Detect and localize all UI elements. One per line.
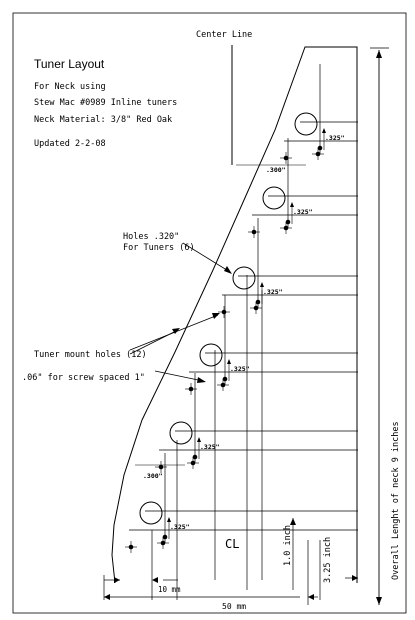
inch-1-label: 1.0 inch bbox=[283, 525, 293, 566]
tuner-center-hole bbox=[192, 454, 198, 460]
dim-325-label: .325" bbox=[293, 208, 313, 216]
mount-leader-1 bbox=[129, 314, 219, 351]
note-line-3: Neck Material: 3/8" Red Oak bbox=[34, 115, 173, 125]
page-title: Tuner Layout bbox=[34, 57, 105, 71]
arrow-right-icon bbox=[114, 577, 120, 583]
tuner-center-hole bbox=[255, 299, 261, 305]
mm-50-label: 50 mm bbox=[222, 602, 246, 611]
tuner-hole bbox=[232, 266, 256, 290]
neck-edge bbox=[111, 46, 358, 584]
arrow-icon bbox=[172, 328, 180, 334]
dim-325-label: .325" bbox=[325, 134, 345, 142]
tuner-hole bbox=[169, 421, 193, 445]
neck-outline bbox=[111, 46, 358, 584]
arrow-up-icon bbox=[197, 437, 201, 442]
tuner-center-hole bbox=[162, 534, 168, 540]
inch-325-label: 3.25 inch bbox=[323, 537, 333, 583]
dim-325-label: .325" bbox=[200, 443, 220, 451]
reference-lines bbox=[151, 275, 309, 605]
arrow-up-icon bbox=[227, 359, 231, 364]
holes-label-2: For Tuners (6) bbox=[123, 243, 195, 253]
tuner-hole bbox=[199, 343, 223, 367]
dim-325-label: .325" bbox=[170, 523, 190, 531]
tuner-hole bbox=[262, 186, 286, 210]
arrow-icon bbox=[224, 266, 232, 274]
arrow-up-icon bbox=[322, 128, 326, 133]
dim-300-bottom: .300" bbox=[143, 472, 163, 480]
tuner-hole bbox=[139, 501, 163, 525]
arrow-up-icon bbox=[376, 50, 382, 58]
holes-leader bbox=[182, 242, 231, 273]
dim-325-label: .325" bbox=[263, 288, 283, 296]
arrow-left-icon bbox=[152, 577, 158, 583]
updated-date: Updated 2-2-08 bbox=[34, 139, 106, 149]
note-line-1: For Neck using bbox=[34, 82, 106, 92]
dim-300-top: .300" bbox=[266, 166, 286, 174]
mm-10-label: 10 mm bbox=[158, 585, 181, 594]
screw-spacing-label: .06" for screw spaced 1" bbox=[22, 373, 145, 383]
mount-leader-2 bbox=[129, 329, 179, 355]
arrow-icon bbox=[212, 313, 220, 319]
tuner-center-hole bbox=[222, 376, 228, 382]
arrow-left-icon bbox=[104, 594, 110, 600]
arrow-up-icon bbox=[167, 517, 171, 522]
dim-325-label: .325" bbox=[230, 365, 250, 373]
center-line-label: Center Line bbox=[196, 30, 252, 40]
arrow-up-icon bbox=[290, 202, 294, 207]
arrow-left-icon bbox=[308, 594, 314, 600]
screw-leader bbox=[154, 370, 204, 382]
cl-label: CL bbox=[225, 537, 239, 551]
arrow-down-icon bbox=[376, 597, 382, 605]
arrow-up-icon bbox=[260, 282, 264, 287]
holes-label-1: Holes .320" bbox=[123, 232, 179, 242]
tuner-group: .325" .325" .325" .325" .325" .325" bbox=[125, 64, 358, 553]
arrow-icon bbox=[197, 377, 206, 383]
tuner-center-hole bbox=[285, 219, 291, 225]
sheet-border bbox=[12, 12, 407, 614]
tuner-hole bbox=[294, 112, 318, 136]
note-line-2: Stew Mac #0989 Inline tuners bbox=[34, 98, 178, 108]
tuner-center-hole bbox=[317, 145, 323, 151]
arrow-up-icon bbox=[290, 518, 296, 525]
arrow-right-icon bbox=[352, 575, 358, 581]
overall-length-label: Overall Lenght of neck 9 inches bbox=[391, 421, 401, 580]
mount-holes-label: Tuner mount holes (12) bbox=[34, 350, 147, 360]
